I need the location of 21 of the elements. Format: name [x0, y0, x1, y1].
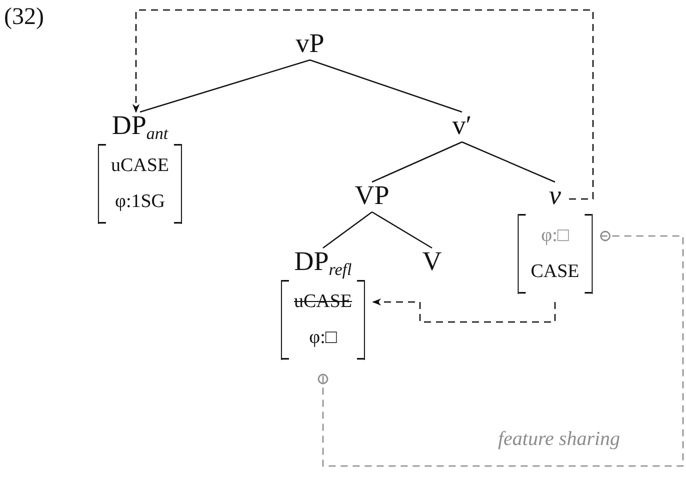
dashed-arrow	[132, 9, 594, 200]
feature: φ:□	[541, 224, 569, 248]
example-number: (32)	[4, 4, 44, 31]
tree-branch	[462, 141, 556, 183]
tree-branch	[372, 211, 432, 249]
node-label: v′	[452, 110, 472, 140]
feature: uCASE	[110, 154, 170, 178]
node-label: VP	[354, 180, 390, 210]
feature: φ:□	[309, 326, 337, 350]
tree-branch	[322, 211, 372, 249]
feature: CASE	[530, 260, 580, 284]
node-label: vP	[296, 28, 324, 58]
feature: φ:1SG	[114, 190, 166, 214]
feature: uCASE	[294, 290, 352, 314]
dashed-arrow	[372, 298, 556, 323]
node-label: v	[549, 180, 561, 210]
node-label: DP$_{ant}$	[112, 110, 168, 140]
node-label: V	[422, 246, 442, 276]
tree-branch	[140, 59, 310, 113]
tree-branch	[310, 59, 462, 113]
tree-branch	[372, 141, 462, 183]
